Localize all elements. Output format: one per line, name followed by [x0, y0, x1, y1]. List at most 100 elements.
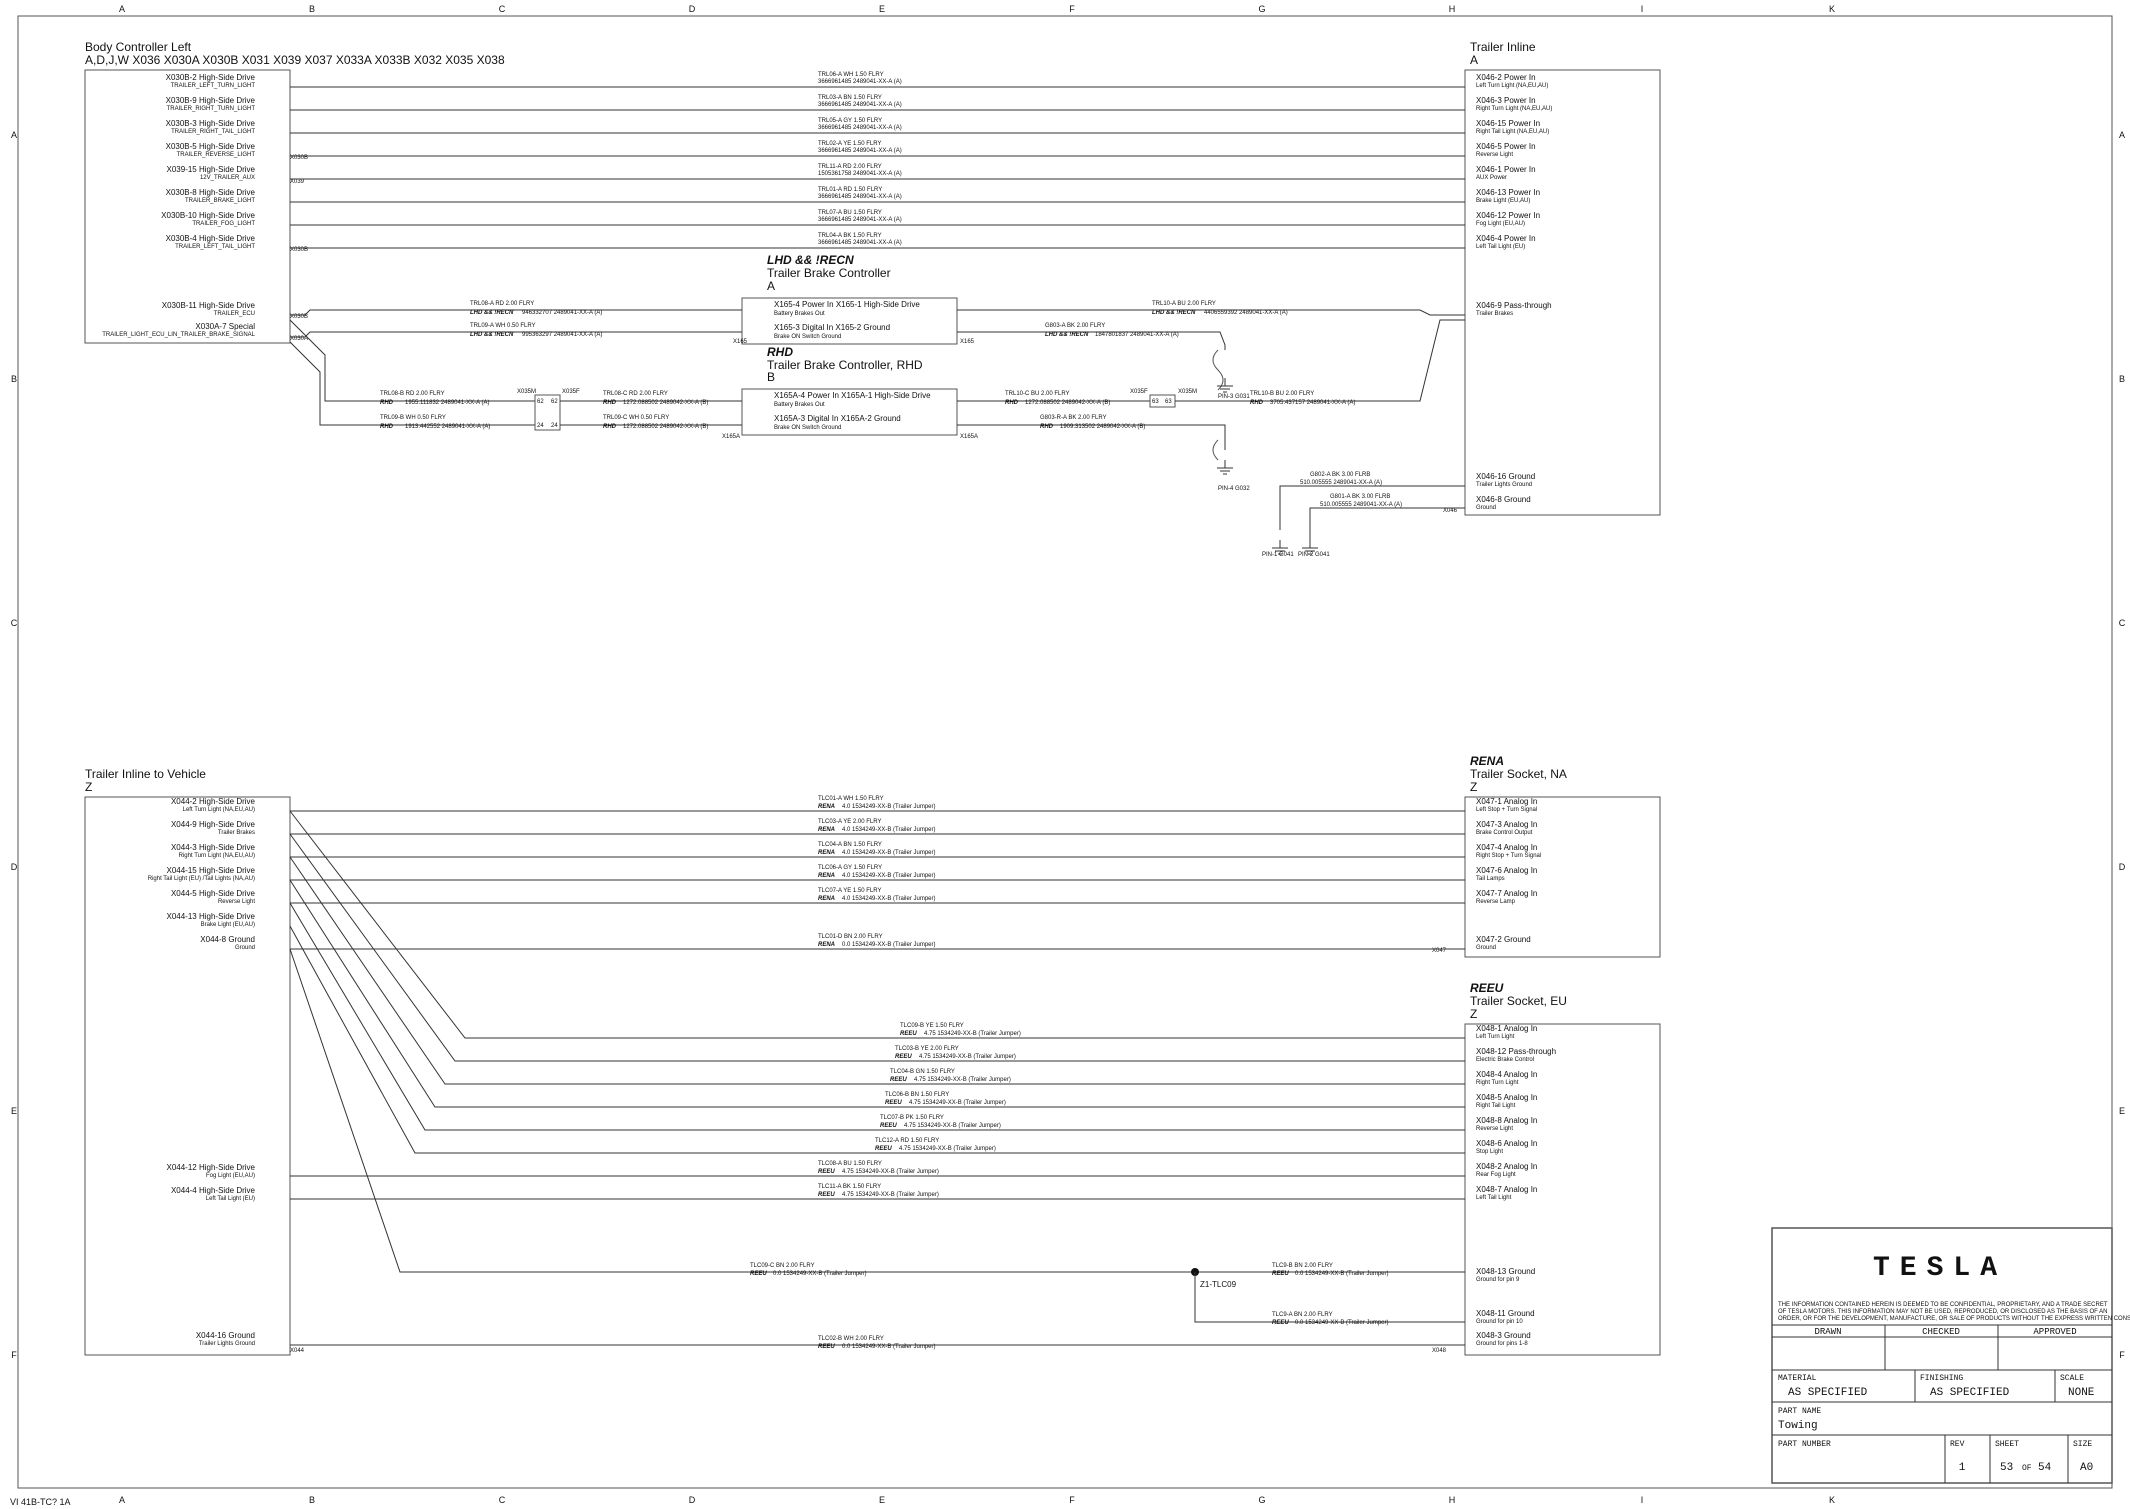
grid-col-label-bottom: E — [879, 1495, 885, 1505]
grid-row-label-right: E — [2119, 1106, 2125, 1116]
grid-col-label-bottom: C — [499, 1495, 506, 1505]
pin-label: X044-5 High-Side Drive — [171, 889, 256, 898]
connector-id: X030B — [290, 155, 308, 161]
pin-label: X047-2 Ground — [1476, 935, 1531, 944]
connector-id: X035F — [562, 389, 580, 395]
grid-col-label-top: E — [879, 4, 885, 14]
wire-part: 4406559392 2489041-XX-A (A) — [1204, 310, 1288, 316]
controller-sub: A — [767, 279, 775, 293]
pin-desc: Trailer Lights Ground — [199, 1341, 255, 1347]
wire-variant: RENA — [818, 804, 835, 810]
wire-spec: TLC9-A BN 2.00 FLRY — [1272, 1312, 1333, 1318]
pin-label: X046-4 Power In — [1476, 234, 1536, 243]
pin-label: X048-5 Analog In — [1476, 1093, 1537, 1102]
pin-number: 24 — [537, 423, 544, 429]
wire-variant: RENA — [818, 942, 835, 948]
wire-part: 510.005555 2489041-XX-A (A) — [1300, 480, 1382, 486]
ground-label: PIN-4 G032 — [1218, 486, 1250, 492]
wire-part: 3666961485 2489041-XX-A (A) — [818, 148, 902, 154]
pin-label: X046-9 Pass-through — [1476, 301, 1552, 310]
wire-part: 4.75 1534249-XX-B (Trailer Jumper) — [909, 1100, 1006, 1106]
ground-g031 — [1217, 378, 1233, 393]
wire-spec: G802-A BK 3.00 FLRB — [1310, 472, 1370, 478]
wire-part: 4.75 1534249-XX-B (Trailer Jumper) — [842, 1169, 939, 1175]
pin-desc: Left Tail Light — [1476, 1195, 1512, 1201]
grid-col-label-bottom: H — [1449, 1495, 1456, 1505]
wire — [289, 810, 1465, 1039]
wire-part: 3666961485 2489041-XX-A (A) — [818, 102, 902, 108]
wire-variant: LHD && !RECN — [1045, 332, 1089, 338]
sheet-of: OF — [2022, 1464, 2032, 1473]
wire-spec: TRL01-A RD 1.50 FLRY — [818, 187, 882, 193]
connector-id: X165 — [960, 339, 975, 345]
pin-label: X047-3 Analog In — [1476, 820, 1537, 829]
pin-label: X030B-4 High-Side Drive — [166, 234, 256, 243]
pin-label: X044-3 High-Side Drive — [171, 843, 256, 852]
wire-spec: TLC9-B BN 2.00 FLRY — [1272, 1263, 1333, 1269]
wire-spec: TRL06-A WH 1.50 FLRY — [818, 72, 884, 78]
wire-variant: RENA — [818, 850, 835, 856]
pin-desc: Ground for pin 9 — [1476, 1277, 1520, 1283]
wire-variant: REEU — [818, 1344, 835, 1350]
wire — [289, 879, 1465, 1108]
pin-desc: Left Turn Light (NA,EU,AU) — [1476, 83, 1548, 89]
wire-spec: TRL08-A RD 2.00 FLRY — [470, 301, 534, 307]
pin-label: X030B-11 High-Side Drive — [162, 301, 256, 310]
pin-desc: AUX Power — [1476, 175, 1507, 181]
wire-part: 4.0 1534249-XX-B (Trailer Jumper) — [842, 873, 935, 879]
pin-desc: Brake Light (EU,AU) — [201, 922, 255, 928]
pin-number: 62 — [537, 399, 544, 405]
sheet-total: 54 — [2038, 1462, 2052, 1474]
grid-col-label-top: F — [1069, 4, 1075, 14]
trailer-inline-box — [1464, 69, 1661, 516]
pin-label: X044-2 High-Side Drive — [171, 797, 256, 806]
wire — [289, 856, 1465, 1085]
wire-part: 995363297 2489041-XX-A (A) — [522, 332, 602, 338]
grid-col-label-bottom: K — [1829, 1495, 1835, 1505]
wire-spec: TLC06-A GY 1.50 FLRY — [818, 865, 882, 871]
pin-desc: Trailer Lights Ground — [1476, 482, 1532, 488]
pin-label: X048-7 Analog In — [1476, 1185, 1537, 1194]
pin-label: X030B-8 High-Side Drive — [166, 188, 256, 197]
pin-desc: Ground — [235, 945, 255, 951]
wire-variant: RHD — [1005, 400, 1019, 406]
pin-desc: Right Turn Light (NA,EU,AU) — [1476, 106, 1552, 112]
wire — [957, 309, 1465, 316]
grid-row-label-left: E — [11, 1106, 17, 1116]
grid-row-label-left: B — [11, 374, 17, 384]
pin-desc: Trailer Brakes — [218, 830, 255, 836]
confidential-notice: OF TESLA MOTORS. THIS INFORMATION MAY NO… — [1778, 1309, 2108, 1315]
grid-col-label-top: B — [309, 4, 315, 14]
wire-variant: REEU — [1272, 1271, 1289, 1277]
wire — [1194, 1272, 1465, 1323]
material-value: AS SPECIFIED — [1788, 1387, 1868, 1399]
wire-spec: TRL04-A BK 1.50 FLRY — [818, 233, 882, 239]
part-name-value: Towing — [1778, 1420, 1818, 1432]
wire-variant: REEU — [875, 1146, 892, 1152]
finishing-value: AS SPECIFIED — [1930, 1387, 2010, 1399]
pin-desc: TRAILER_LEFT_TAIL_LIGHT — [175, 244, 255, 250]
wire-part: 1913.442552 2489041-XX-A (A) — [405, 424, 490, 430]
pin-label: X030B-9 High-Side Drive — [166, 96, 256, 105]
part-number-label: PART NUMBER — [1778, 1440, 1831, 1449]
wire-spec: TLC07-B PK 1.50 FLRY — [880, 1115, 944, 1121]
wire-spec: TRL09-A WH 0.50 FLRY — [470, 323, 536, 329]
variant-label: RENA — [1470, 754, 1504, 768]
wire-part: 0.0 1534249-XX-B (Trailer Jumper) — [842, 942, 935, 948]
controller-title: Trailer Brake Controller, RHD — [767, 358, 923, 372]
brake-controller-lhd — [741, 297, 958, 345]
trailer-inline-vehicle-box — [84, 796, 291, 1356]
pin-desc: Battery Brakes Out — [774, 311, 825, 317]
wire-variant: LHD && !RECN — [470, 310, 514, 316]
pin-label: X048-13 Ground — [1476, 1267, 1535, 1276]
block-subtitle: Z — [85, 780, 92, 794]
ground-label: PIN-1 G041 — [1262, 552, 1294, 558]
wire-part: 0.0 1534249-XX-B (Trailer Jumper) — [773, 1271, 866, 1277]
pin-desc: Left Stop + Turn Signal — [1476, 807, 1537, 813]
wire — [957, 424, 1226, 450]
wire-part: 4.75 1534249-XX-B (Trailer Jumper) — [842, 1192, 939, 1198]
wire-part: 1272.088502 2489042-XX-A (B) — [623, 400, 708, 406]
pin-label: X044-16 Ground — [196, 1331, 255, 1340]
wire-part: 3666961485 2489041-XX-A (A) — [818, 79, 902, 85]
wire-part: 0.0 1534249-XX-B (Trailer Jumper) — [1295, 1320, 1388, 1326]
